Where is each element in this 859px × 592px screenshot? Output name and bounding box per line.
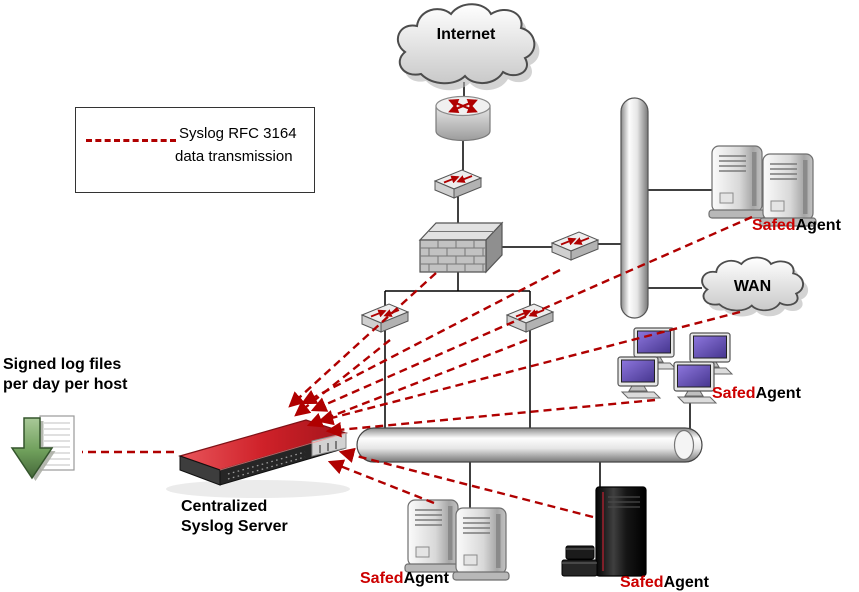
safed-agent-servers-bottom	[404, 499, 510, 581]
safed-text: Safed	[360, 570, 404, 587]
syslog-arrow-from-black-server	[338, 447, 594, 519]
legend-dashed-line-sample	[86, 139, 176, 142]
switch-icon	[435, 170, 481, 198]
router-cross-arrows-icon	[448, 98, 478, 114]
safed-text: Safed	[752, 217, 796, 234]
safed-agent-servers-topright	[708, 145, 817, 227]
syslog-arrow-from-firewall	[288, 272, 437, 408]
internet-cloud-icon	[396, 3, 540, 91]
safed-agent-label-topright: SafedAgent	[752, 216, 841, 236]
safed-text: Safed	[620, 574, 664, 591]
safed-text: Safed	[712, 385, 756, 402]
workstation-icon	[673, 361, 717, 404]
router-icon	[435, 95, 491, 142]
server-tower-icon	[708, 145, 766, 219]
safed-agent-label-black-server: SafedAgent	[620, 573, 709, 592]
agent-text: Agent	[795, 217, 841, 234]
safed-agent-label-bottom: SafedAgent	[360, 569, 449, 589]
firewall-icon	[418, 221, 504, 274]
syslog-arrow-from-servers-bottom	[327, 459, 435, 505]
vertical-backbone-pipe	[620, 97, 649, 319]
server-tower-icon	[452, 507, 510, 581]
syslog-arrows	[82, 215, 753, 519]
signed-log-files-icon	[10, 415, 75, 481]
signed-log-files-label-line1: Signed log files	[3, 356, 122, 373]
syslog-arrow-from-switch2	[300, 268, 561, 405]
internet-label: Internet	[436, 26, 496, 43]
agent-text: Agent	[755, 385, 801, 402]
syslog-server-label-line2: Syslog Server	[181, 518, 288, 535]
centralized-syslog-server-icon	[166, 419, 350, 498]
syslog-arrow-from-switch3	[294, 339, 391, 417]
syslog-arrow-from-servers-topright	[310, 215, 753, 412]
server-tower-icon	[404, 499, 462, 573]
switch-icon	[552, 232, 598, 260]
download-arrow-icon	[10, 417, 54, 480]
agent-text: Agent	[403, 570, 449, 587]
syslog-arrow-from-wan	[317, 310, 741, 426]
syslog-arrow-from-switch4	[306, 338, 528, 428]
horizontal-backbone-pipe	[356, 427, 703, 463]
signed-log-files-label-line2: per day per host	[3, 376, 128, 393]
legend-text-line1: Syslog RFC 3164	[179, 125, 297, 142]
syslog-server-label: Centralized Syslog Server	[181, 497, 288, 537]
legend: Syslog RFC 3164 data transmission	[75, 107, 315, 193]
syslog-arrow-from-workstations	[325, 398, 656, 438]
workstation-icon	[617, 356, 661, 399]
legend-text-line2: data transmission	[175, 148, 293, 165]
signed-log-files-label: Signed log files per day per host	[3, 355, 127, 395]
agent-text: Agent	[663, 574, 709, 591]
syslog-server-label-line1: Centralized	[181, 498, 268, 515]
wan-label: WAN	[733, 278, 772, 295]
safed-agent-black-server	[561, 486, 647, 577]
safed-agent-label-workstations: SafedAgent	[712, 384, 801, 404]
